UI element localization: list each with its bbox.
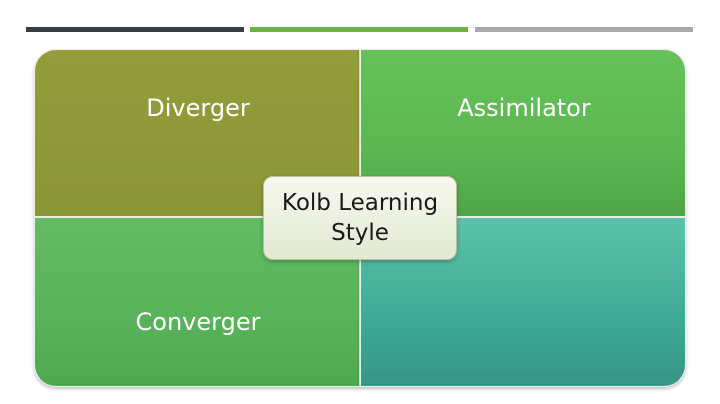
- center-box: Kolb Learning Style: [263, 176, 457, 260]
- converger-label: Converger: [135, 308, 261, 336]
- quadrant-empty: [360, 217, 686, 387]
- header-bar-dark: [26, 27, 244, 32]
- center-label: Kolb Learning Style: [281, 190, 439, 246]
- quadrant-assimilator: Assimilator: [360, 49, 686, 217]
- header-bar-gray: [475, 27, 693, 32]
- diverger-label: Diverger: [146, 94, 250, 122]
- assimilator-label: Assimilator: [457, 94, 591, 122]
- quadrant-diverger: Diverger: [34, 49, 360, 217]
- header-bar-green: [250, 27, 468, 32]
